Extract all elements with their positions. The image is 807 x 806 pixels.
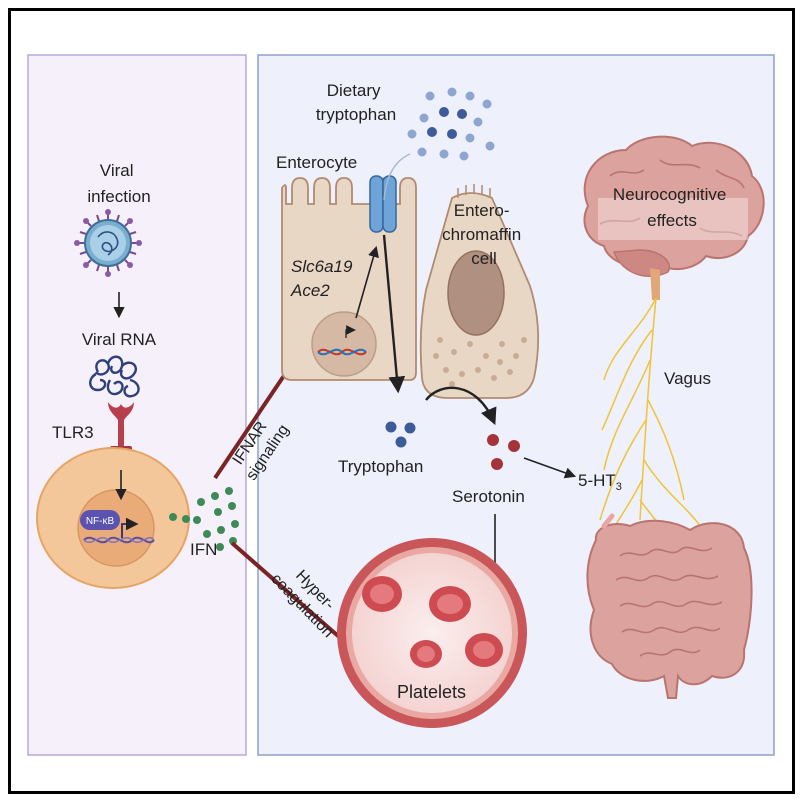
left-panel: [27, 54, 247, 756]
tlr3-label: TLR3: [52, 423, 94, 442]
enterocyte-label: Enterocyte: [276, 153, 357, 172]
viral-rna-icon: [89, 355, 140, 398]
viral-infection-label: Viral infection: [87, 161, 150, 206]
enterochromaffin-nucleus: [447, 250, 505, 336]
serotonin-dots: [487, 434, 520, 470]
gene-to-transporter-arrow: [355, 245, 379, 319]
vagus-label: Vagus: [664, 369, 711, 388]
nfkb-label: NF-κB: [86, 516, 115, 527]
5ht3-label: 5-HT3: [578, 471, 622, 493]
dietary-tryptophan-dots: [407, 87, 495, 161]
nfkb-complex: [80, 510, 120, 530]
secretory-granules: [433, 337, 527, 387]
intestine-icon: [586, 513, 753, 699]
tryptophan-uptake-path: [383, 153, 411, 201]
tryptophan-dots: [385, 421, 416, 448]
tryptophan-uptake-arrow: [382, 234, 406, 394]
dietary-tryptophan-label: Dietary tryptophan: [316, 81, 396, 124]
transcription-arrow: [121, 517, 139, 538]
ifn-label: IFN: [190, 540, 217, 559]
transporter-channel-icon: [369, 175, 397, 233]
virus-icon: [74, 209, 142, 277]
serotonin-label: Serotonin: [452, 487, 525, 506]
tryptophan-to-serotonin-arrow: [425, 386, 497, 426]
brain-icon: [583, 135, 765, 300]
platelets-label: Platelets: [397, 682, 466, 702]
microvilli: [457, 184, 491, 198]
enterocyte-nucleus: [311, 311, 377, 377]
enterochromaffin-label: Entero- chromaffin cell: [442, 201, 526, 268]
tryptophan-label: Tryptophan: [338, 457, 423, 476]
viral-rna-label: Viral RNA: [82, 330, 157, 349]
vagus-nerve: [599, 297, 701, 541]
platelet-cells: [362, 576, 503, 668]
serotonin-to-5ht3-arrow: [523, 457, 577, 479]
neurocognitive-label: Neurocognitive effects: [613, 185, 731, 230]
gene-names-label: Slc6a19 Ace2: [290, 257, 357, 300]
